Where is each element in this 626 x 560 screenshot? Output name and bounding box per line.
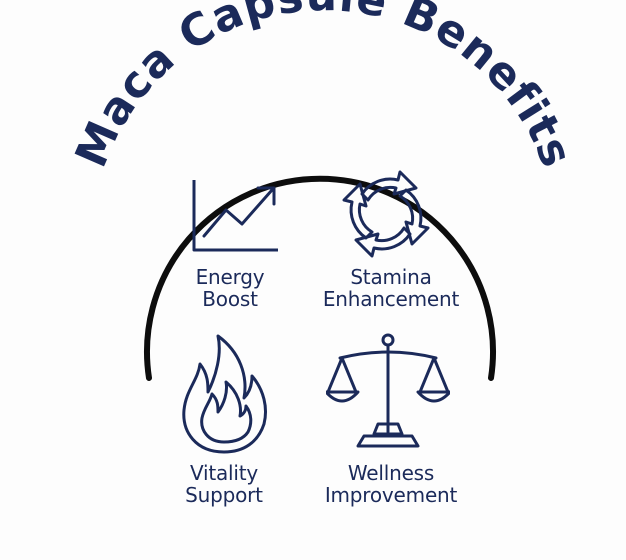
page-title: Maca Capsule Benefits [66,0,583,175]
benefit-label-line1: Stamina [350,265,432,289]
benefit-vitality-support: Vitality Support [154,462,294,506]
benefit-label-line2: Improvement [324,483,458,507]
benefit-label-line2: Support [185,483,263,507]
benefit-label-line1: Vitality [189,461,259,485]
benefit-label-line1: Wellness [347,461,435,485]
benefit-energy-boost: Energy Boost [160,266,300,310]
benefit-label-line2: Enhancement [322,287,460,311]
balance-scale-icon [326,333,450,448]
benefit-label-line1: Energy [195,265,265,289]
cycle-arrows-icon [342,170,430,258]
decorative-arc [144,175,496,381]
title-text: Maca Capsule Benefits [66,0,582,175]
benefit-wellness-improvement: Wellness Improvement [306,462,476,506]
benefit-stamina-enhancement: Stamina Enhancement [306,266,476,310]
trending-up-chart-icon [192,180,278,252]
benefit-label-line2: Boost [202,287,258,311]
flame-icon [182,334,267,454]
